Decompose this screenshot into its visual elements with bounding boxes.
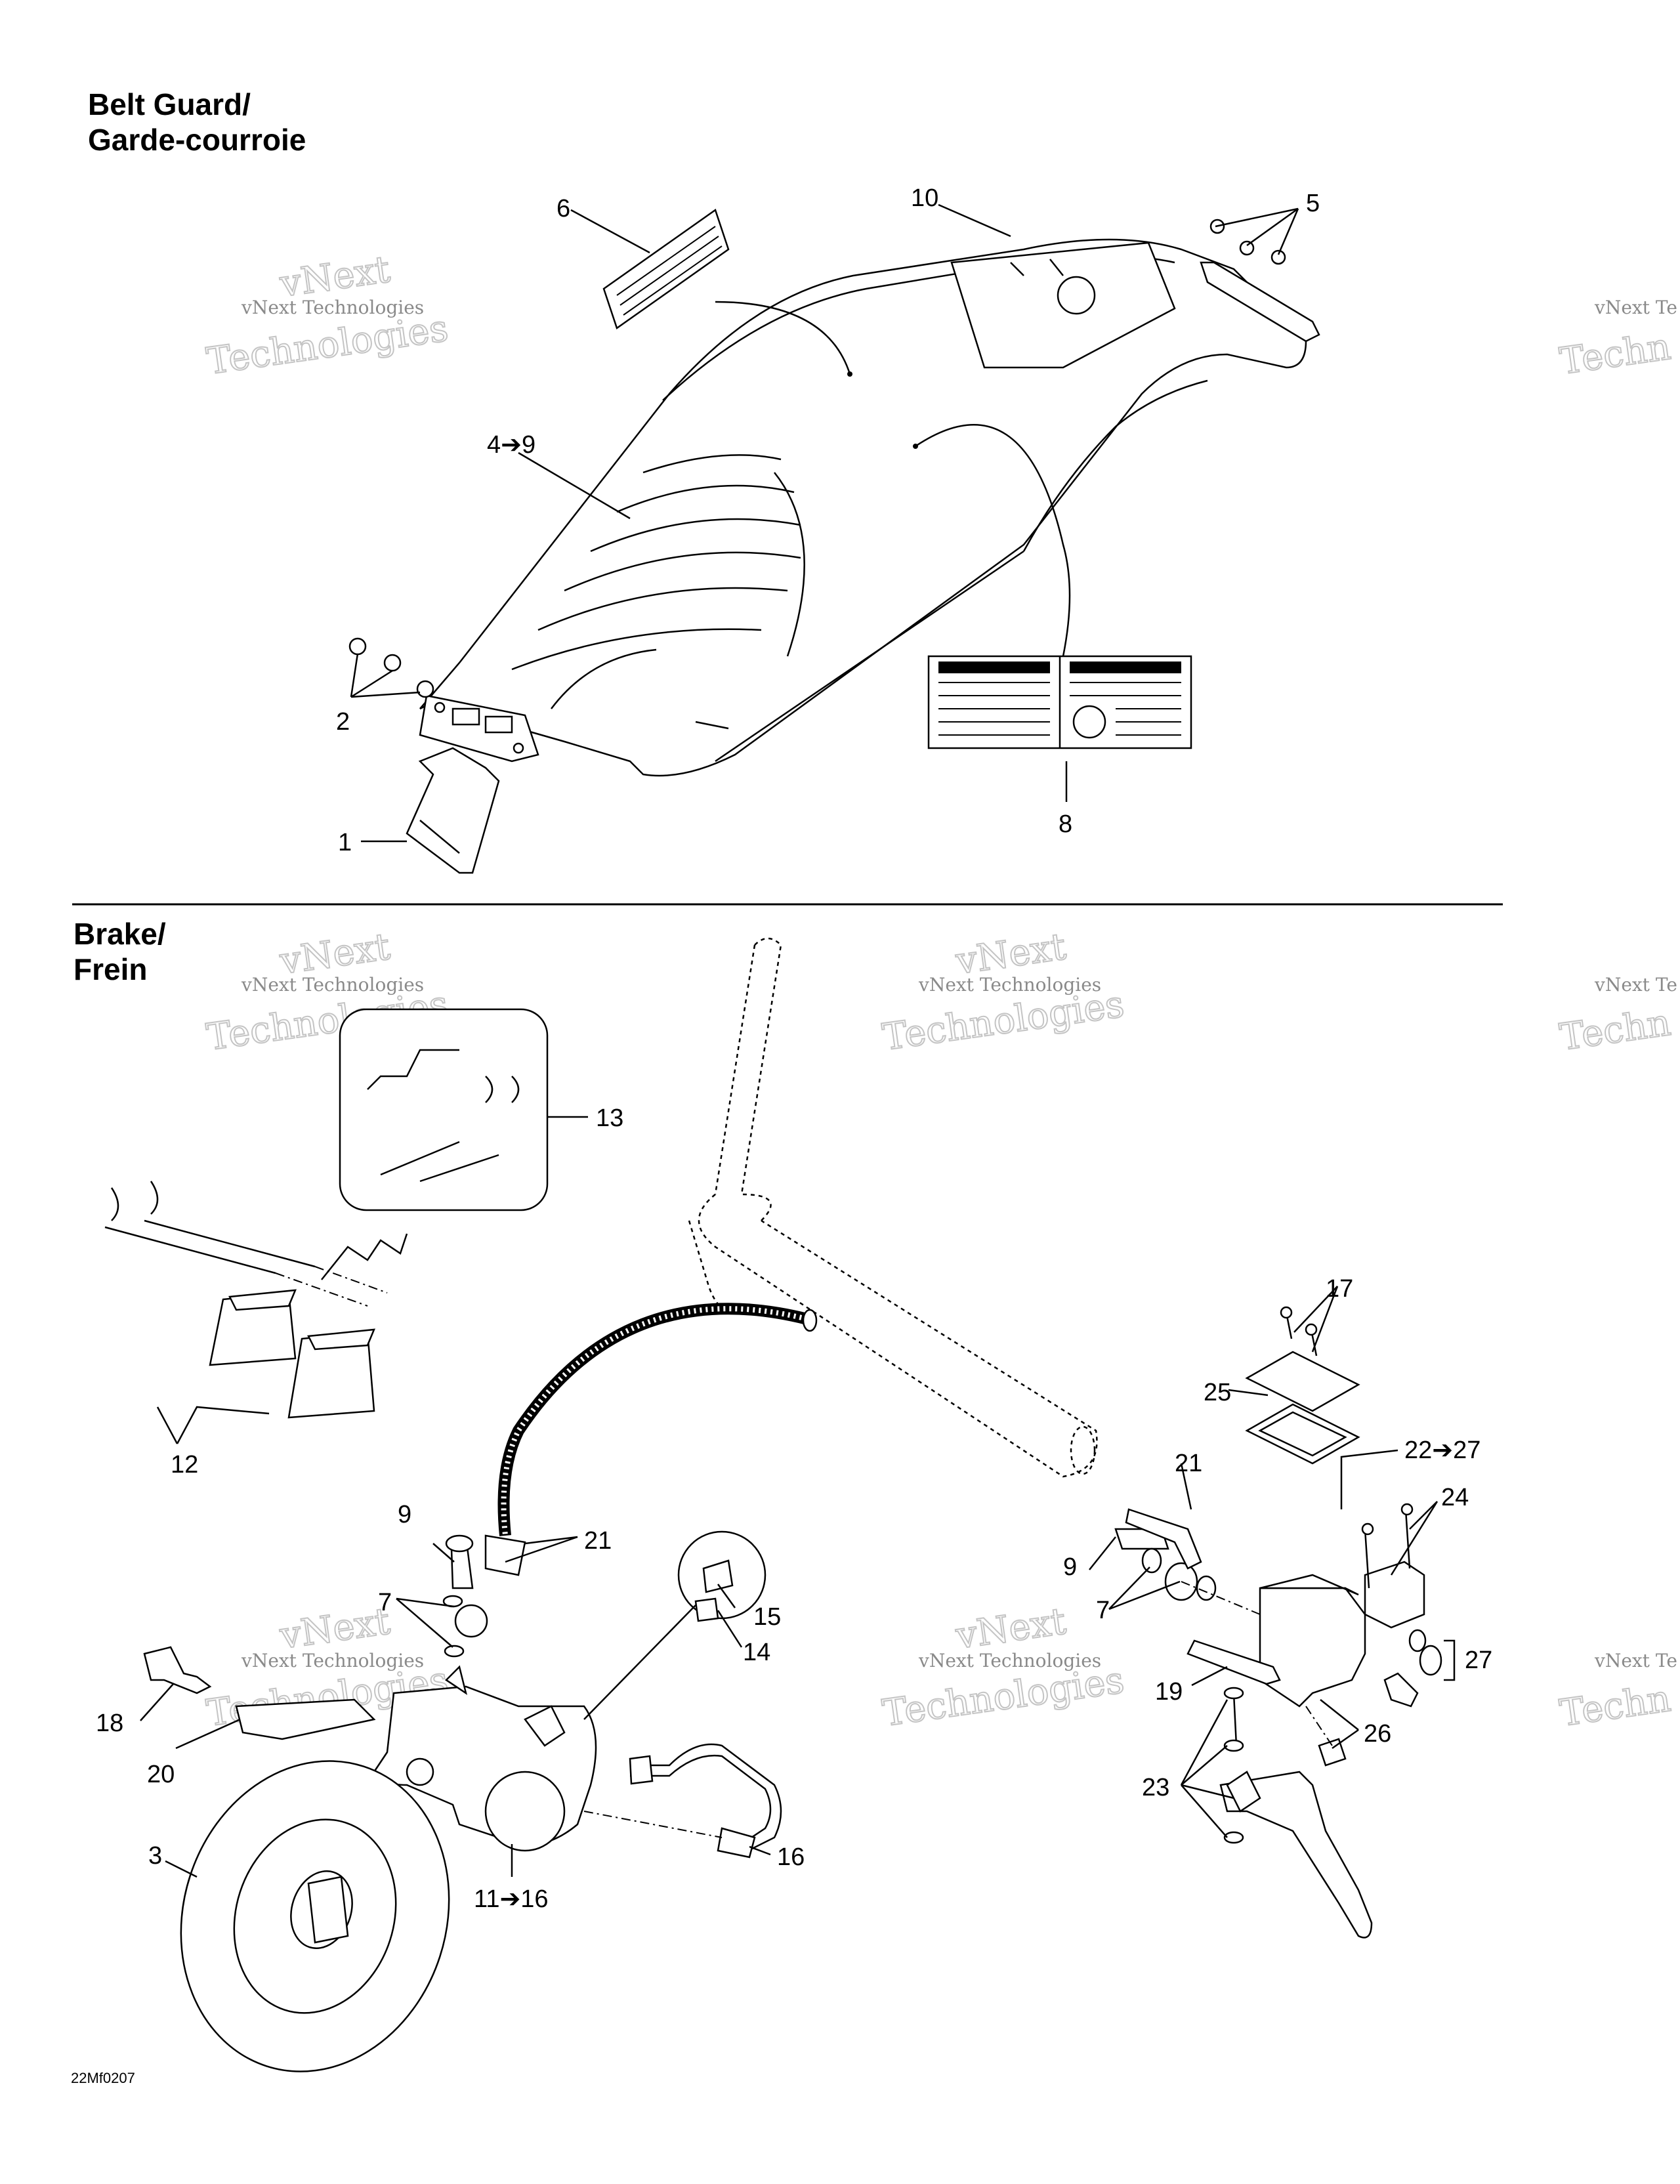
svg-text:vNext: vNext (277, 1600, 393, 1658)
svg-text:vNext Technologies: vNext Technologies (918, 974, 1101, 996)
svg-text:Technologies: Technologies (204, 307, 451, 383)
callout-20: 20 (147, 1761, 175, 1788)
hose-fitting-upper (1125, 1508, 1202, 1570)
callout-25: 25 (1204, 1379, 1231, 1406)
brake-callouts: 13 12 17 25 21 22➔27 24 9 21 7 15 14 9 7… (96, 1104, 1492, 1913)
clip-5b (1239, 240, 1255, 256)
caliper-piston (484, 1771, 566, 1852)
callout-16: 16 (777, 1843, 805, 1871)
nut-2b (383, 654, 402, 672)
nut-2c (416, 680, 434, 698)
banjo-bolt-9-left (450, 1546, 474, 1589)
callout-2: 2 (336, 708, 350, 736)
callout-10: 10 (911, 184, 938, 212)
hose-fitting-lower (484, 1534, 526, 1576)
caliper-bracket-20 (235, 1698, 376, 1740)
callout-12: 12 (171, 1451, 198, 1479)
callout-14: 14 (743, 1639, 770, 1666)
brake-illustration (104, 937, 1442, 2072)
callout-15: 15 (753, 1603, 781, 1631)
callout-1: 1 (338, 829, 352, 856)
callout-3: 3 (148, 1842, 162, 1870)
callout-21-right: 21 (1175, 1450, 1202, 1477)
watermark: vNext Technologies Technologies vNext (203, 247, 452, 384)
washer-7c (1141, 1547, 1162, 1574)
watermark: vNext Technologies Technologies vNext (879, 925, 1127, 1060)
banjo-7 (454, 1604, 488, 1638)
svg-text:Techn: Techn (1557, 326, 1673, 383)
svg-text:Techn: Techn (1557, 1677, 1673, 1735)
svg-text:vNext Te: vNext Te (1594, 1650, 1677, 1671)
belt-guard-title-en: Belt Guard/ (88, 87, 251, 121)
svg-text:vNext Technologies: vNext Technologies (241, 1650, 424, 1671)
svg-text:Techn: Techn (1557, 1001, 1673, 1059)
reservoir-cover-25 (1245, 1351, 1360, 1412)
bleeder-cap-15 (702, 1559, 734, 1593)
callout-23: 23 (1142, 1774, 1169, 1801)
master-cylinder (1259, 1587, 1366, 1708)
callout-13: 13 (596, 1104, 623, 1132)
belt-guard-title: Belt Guard/ Garde-courroie (88, 87, 306, 158)
callout-9-right: 9 (1063, 1553, 1077, 1581)
callout-19: 19 (1155, 1678, 1183, 1706)
pad-pins (104, 1181, 408, 1307)
drawing-code: 22Mf0207 (71, 2070, 135, 2086)
bleeder-14 (524, 1705, 566, 1747)
callout-24: 24 (1441, 1484, 1469, 1511)
callout-4-9: 4➔9 (487, 431, 536, 459)
nut-2a (348, 637, 367, 656)
washer-7b (444, 1645, 465, 1658)
watermark: vNext Technologies Technologies vNext (879, 1599, 1127, 1736)
callout-26: 26 (1364, 1720, 1391, 1748)
callout-9-left: 9 (398, 1501, 411, 1528)
watermark-edge: vNext Te Techn vNext Te Techn vNext Te T… (1557, 297, 1677, 1736)
guard-retaining-bar (1200, 261, 1320, 343)
brake-line-16 (630, 1743, 782, 1852)
handlebar-phantom (688, 937, 1098, 1478)
callout-27: 27 (1465, 1647, 1492, 1674)
pad-kit-box-13 (339, 1008, 549, 1211)
callout-5: 5 (1306, 190, 1320, 217)
callout-22-27: 22➔27 (1404, 1437, 1480, 1464)
svg-text:vNext Te: vNext Te (1594, 974, 1677, 996)
push-rod-19 (1186, 1639, 1281, 1685)
callout-8: 8 (1059, 810, 1072, 838)
label-6 (602, 209, 730, 329)
brake-title-en: Brake/ (74, 917, 166, 951)
belt-guard-illustration (348, 209, 1320, 874)
brake-title: Brake/ Frein (74, 916, 166, 987)
reservoir-gasket (1245, 1403, 1360, 1465)
callout-21-left: 21 (584, 1527, 612, 1555)
callout-7-right: 7 (1096, 1597, 1110, 1624)
callout-18: 18 (96, 1710, 123, 1737)
mount-bolt-18 (143, 1646, 212, 1694)
front-mount-plate (419, 694, 539, 763)
bleeder-screw-14 (694, 1597, 719, 1622)
clamp-24 (1364, 1561, 1425, 1629)
callout-11-16: 11➔16 (474, 1885, 549, 1913)
svg-text:vNext Te: vNext Te (1594, 297, 1677, 318)
clip-5c (1270, 249, 1286, 265)
brake-hose (497, 1303, 809, 1536)
front-bracket (406, 747, 500, 874)
belt-guard-title-fr: Garde-courroie (88, 123, 306, 157)
decal-10 (950, 242, 1176, 369)
belt-guard-leaders (350, 203, 1299, 843)
svg-text:vNext Technologies: vNext Technologies (918, 1650, 1101, 1671)
brake-title-fr: Frein (74, 952, 148, 986)
vent-fins (511, 454, 805, 709)
callout-7-left: 7 (378, 1589, 392, 1616)
callout-6: 6 (556, 195, 570, 222)
nut-26 (1318, 1738, 1347, 1767)
belt-guard-callouts: 6 10 5 4➔9 2 1 8 (336, 184, 1320, 856)
callout-17: 17 (1326, 1275, 1353, 1303)
svg-text:vNext Technologies: vNext Technologies (241, 297, 424, 318)
svg-text:vNext Technologies: vNext Technologies (241, 974, 424, 996)
brake-leaders (140, 1116, 1456, 1878)
brake-lever-23 (1219, 1771, 1373, 1939)
svg-text:vNext: vNext (953, 1600, 1069, 1658)
brake-pads-12 (209, 1289, 375, 1419)
